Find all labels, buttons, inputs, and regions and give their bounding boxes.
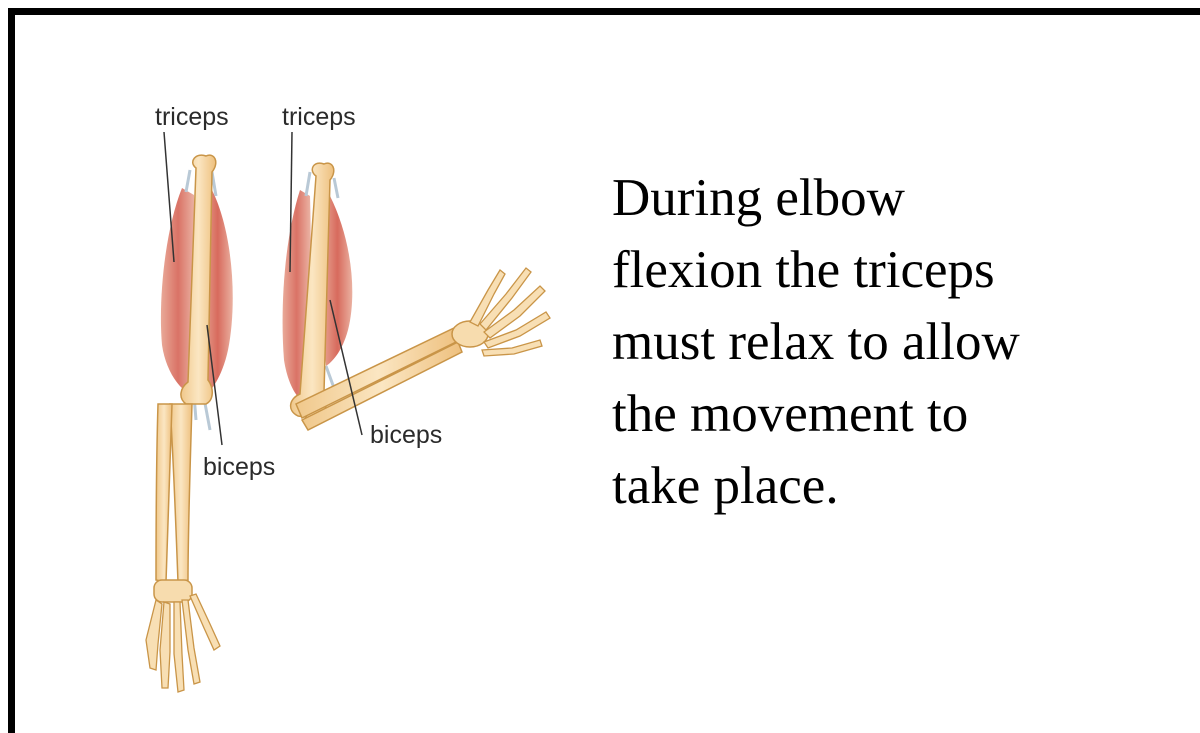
hand-bones-left [146,594,220,692]
label-biceps-flexed: biceps [370,421,442,449]
caption-line: must relax to allow [612,306,1172,378]
flexed-arm-illustration [283,132,550,435]
label-triceps-extended: triceps [155,103,229,131]
forearm-bones-left [170,404,192,582]
label-biceps-extended: biceps [203,453,275,481]
caption-line: During elbow [612,162,1172,234]
caption-line: the movement to [612,378,1172,450]
extended-arm-illustration [146,132,233,692]
label-triceps-flexed: triceps [282,103,356,131]
caption-line: take place. [612,450,1172,522]
slide-caption: During elbow flexion the triceps must re… [612,162,1172,522]
caption-line: flexion the triceps [612,234,1172,306]
